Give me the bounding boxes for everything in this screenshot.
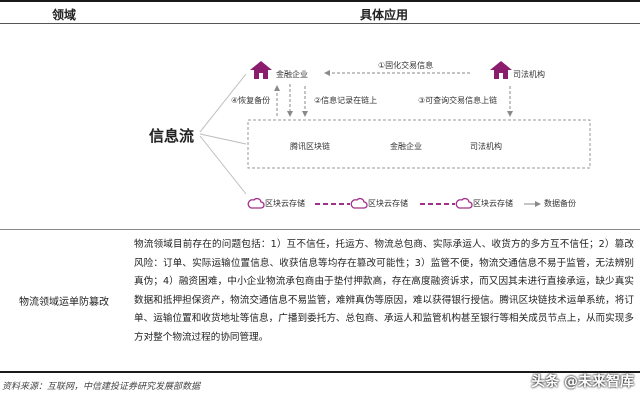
bracket-bottom <box>199 135 247 195</box>
row-domain: 物流领域运单防篡改 <box>19 297 109 308</box>
watermark: 头条 @未来智库 <box>531 374 634 390</box>
house-icon <box>250 61 272 79</box>
table-header: 领域 具体应用 <box>0 0 640 24</box>
storage-label: 区块云存储 <box>473 199 513 208</box>
storage-label: 区块云存储 <box>368 199 408 208</box>
table-row: 物流领域运单防篡改 物流领域目前存在的问题包括：1）互不信任，托运方、物流总包商… <box>0 230 640 373</box>
chain-box <box>247 119 591 169</box>
step4-label: ④恢复备份 <box>231 96 271 105</box>
step1-label: ①固化交易信息 <box>378 61 434 70</box>
cloud-icon <box>247 197 473 209</box>
house-icon <box>490 61 512 79</box>
step3-label: ③可查询交易信息上链 <box>418 96 498 105</box>
diagram-graphics <box>199 70 591 209</box>
info-flow-diagram: 金融企业 司法机构 ①固化交易信息 ④恢复备份 ②信息记录在链上 ③可查询交易信… <box>0 24 640 230</box>
row-description: 物流领域目前存在的问题包括：1）互不信任，托运方、物流总包商、实际承运人、收货方… <box>134 239 634 343</box>
info-flow-title: 信息流 <box>149 127 195 145</box>
source-note: 资料来源：互联网，中信建投证券研究发展部数据 <box>2 382 201 392</box>
backup-label: 数据备份 <box>544 199 576 208</box>
right-node-label: 司法机构 <box>513 70 545 79</box>
header-domain: 领域 <box>51 8 76 22</box>
bracket-top <box>199 73 247 133</box>
left-node-label: 金融企业 <box>276 70 308 79</box>
box-item-tencent: 腾讯区块链 <box>290 142 330 151</box>
storage-label: 区块云存储 <box>265 199 305 208</box>
bracket-mid <box>199 133 247 145</box>
step2-label: ②信息记录在链上 <box>314 96 378 105</box>
box-item-finance: 金融企业 <box>390 142 422 151</box>
box-item-judicial: 司法机构 <box>470 142 502 151</box>
header-application: 具体应用 <box>359 8 408 22</box>
